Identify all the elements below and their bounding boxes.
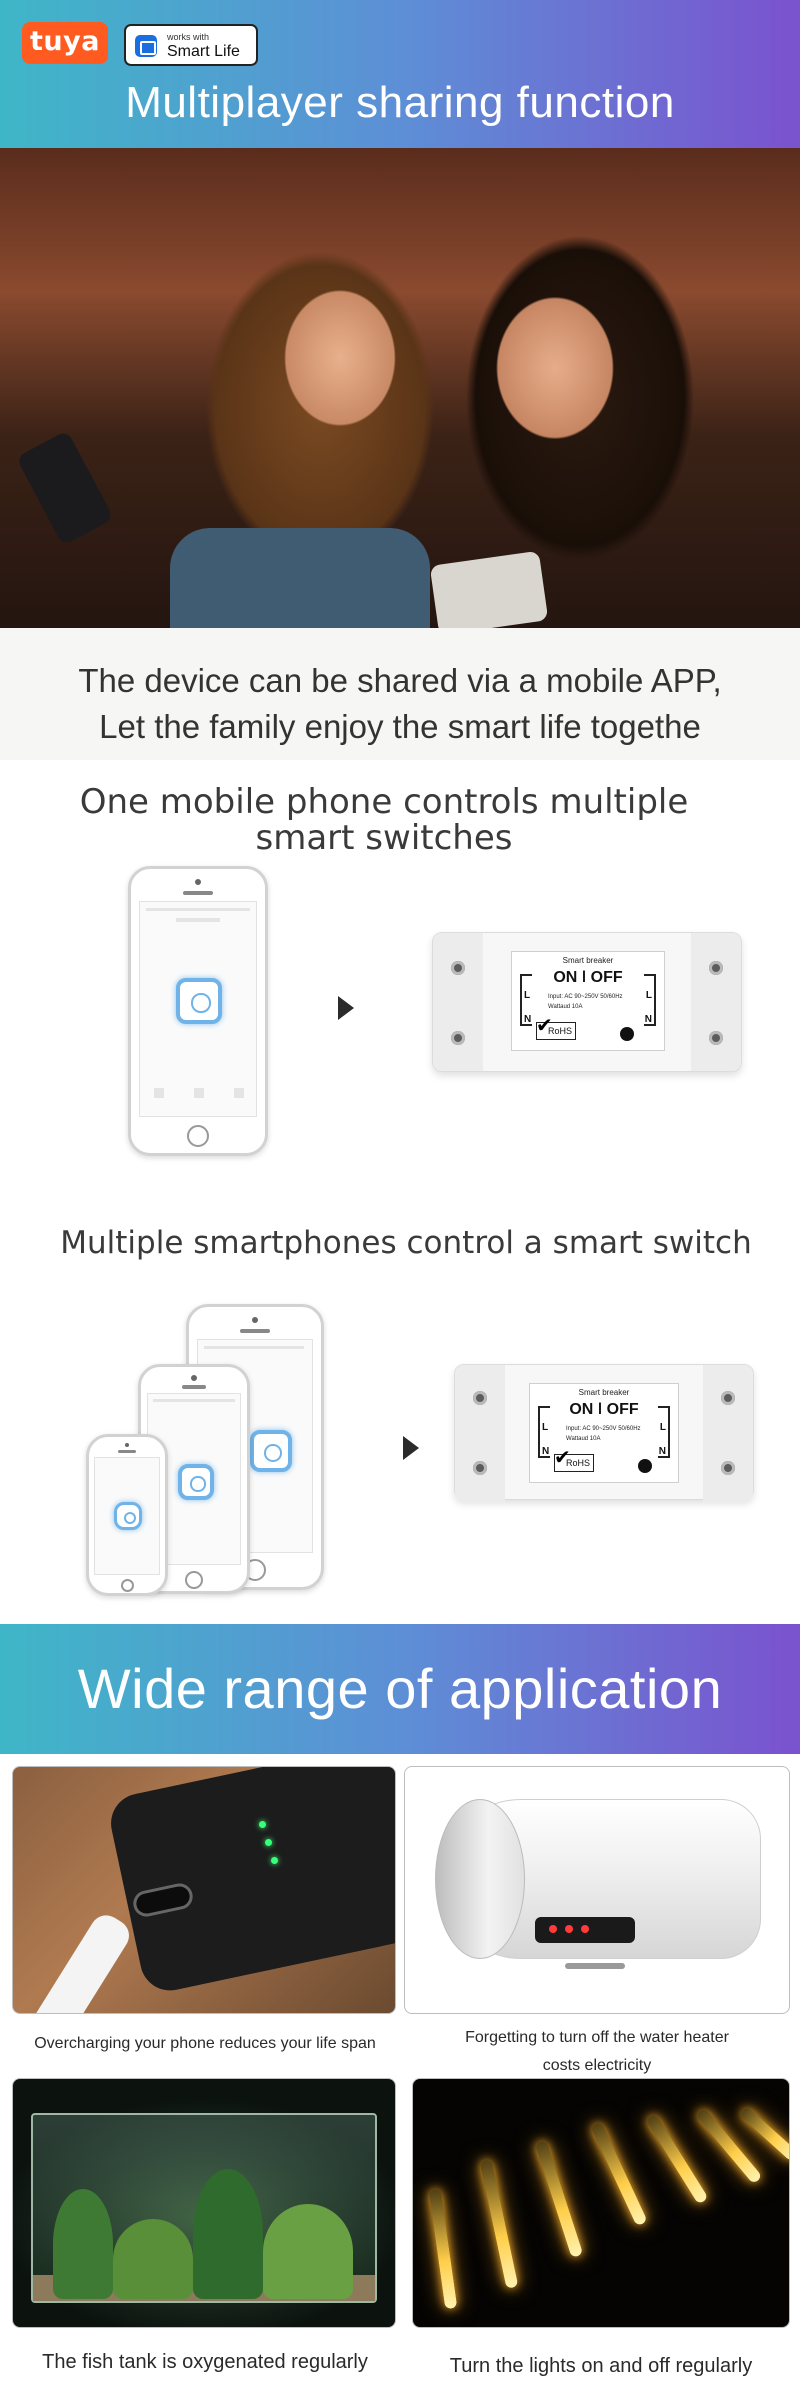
section2-heading: Multiple smartphones control a smart swi… — [60, 1225, 752, 1261]
caption-lights: Turn the lights on and off regularly — [449, 2355, 753, 2377]
breaker-button — [620, 1027, 634, 1041]
caption-fish-tank: The fish tank is oxygenated regularly — [42, 2351, 368, 2373]
rohs-mark: RoHS — [554, 1454, 594, 1472]
intro-line-1: The device can be shared via a mobile AP… — [78, 662, 722, 699]
hero-shirt — [170, 528, 430, 628]
breaker-l-right: L — [659, 1422, 666, 1433]
breaker-spec-1: Input: AC 90~250V 50/60Hz — [566, 1426, 641, 1432]
breaker-n-left: N — [524, 1014, 532, 1025]
breaker-label: Smart breaker ON ǀ OFF Input: AC 90~250V… — [529, 1383, 679, 1483]
photo-water-heater — [404, 1766, 790, 2014]
badge-big-text: Smart Life — [167, 43, 240, 60]
breaker-n-right: N — [658, 1446, 666, 1457]
section1-heading-line2: smart switches — [255, 818, 513, 858]
hero-phone-right — [429, 550, 549, 628]
breaker-spec-1: Input: AC 90~250V 50/60Hz — [548, 994, 623, 1000]
power-button-icon — [114, 1502, 142, 1530]
breaker-top-label: Smart breaker — [578, 1388, 630, 1397]
application-banner: Wide range of application — [0, 1624, 800, 1754]
caption-phone: Overcharging your phone reduces your lif… — [34, 2035, 376, 2052]
check-icon: ✔ — [554, 1447, 571, 1469]
breaker-on-off: ON ǀ OFF — [553, 969, 623, 986]
hero-photo — [0, 148, 800, 628]
breaker-l-left: L — [542, 1422, 549, 1433]
photo-fish-tank — [12, 2078, 396, 2328]
section1-heading-line1: One mobile phone controls multiple — [79, 782, 689, 822]
photo-charging-phone — [12, 1766, 396, 2014]
arrow-right-icon — [403, 1436, 419, 1460]
arrow-right-icon — [338, 996, 354, 1020]
phone-front — [86, 1434, 168, 1596]
breaker-n-left: N — [542, 1446, 550, 1457]
caption-heater-line2: costs electricity — [542, 2057, 652, 2074]
application-title: Wide range of application — [77, 1657, 723, 1720]
heater-control-panel — [535, 1917, 635, 1943]
smart-life-badge: works with Smart Life — [124, 24, 258, 66]
breaker-n-right: N — [644, 1014, 652, 1025]
rohs-mark: RoHS — [536, 1022, 576, 1040]
home-button — [187, 1125, 209, 1147]
breaker-l-right: L — [645, 990, 652, 1001]
smart-breaker: Smart breaker ON ǀ OFF Input: AC 90~250V… — [454, 1364, 754, 1503]
check-icon: ✔ — [536, 1015, 553, 1037]
intro-line-2: Let the family enjoy the smart life toge… — [99, 708, 701, 745]
top-banner: tuya works with Smart Life Multiplayer s… — [0, 0, 800, 148]
breaker-top-label: Smart breaker — [562, 956, 614, 965]
breaker-on-off: ON ǀ OFF — [569, 1401, 639, 1418]
badge-small-text: works with — [167, 32, 210, 42]
smart-breaker: Smart breaker ON ǀ OFF Input: AC 90~250V… — [432, 932, 742, 1072]
usb-cable — [13, 1909, 136, 2013]
breaker-spec-2: Wattaud 10A — [548, 1004, 583, 1010]
photo-meteor-lights — [412, 2078, 790, 2328]
breaker-label: Smart breaker ON ǀ OFF Input: AC 90~250V… — [511, 951, 665, 1051]
tuya-logo: tuya — [22, 22, 108, 64]
phone-screen — [139, 901, 257, 1117]
power-button-icon — [250, 1430, 292, 1472]
sharing-title: Multiplayer sharing function — [125, 78, 675, 127]
home-icon — [135, 35, 157, 57]
breaker-button — [638, 1459, 652, 1473]
power-button-icon — [176, 978, 222, 1024]
intro-band: The device can be shared via a mobile AP… — [0, 628, 800, 760]
breaker-spec-2: Wattaud 10A — [566, 1436, 601, 1442]
breaker-l-left: L — [524, 990, 531, 1001]
caption-heater-line1: Forgetting to turn off the water heater — [465, 2029, 729, 2046]
phone-body — [105, 1767, 395, 1997]
phone-single — [128, 866, 268, 1156]
hero-phone-left — [15, 430, 115, 546]
power-button-icon — [178, 1464, 214, 1500]
